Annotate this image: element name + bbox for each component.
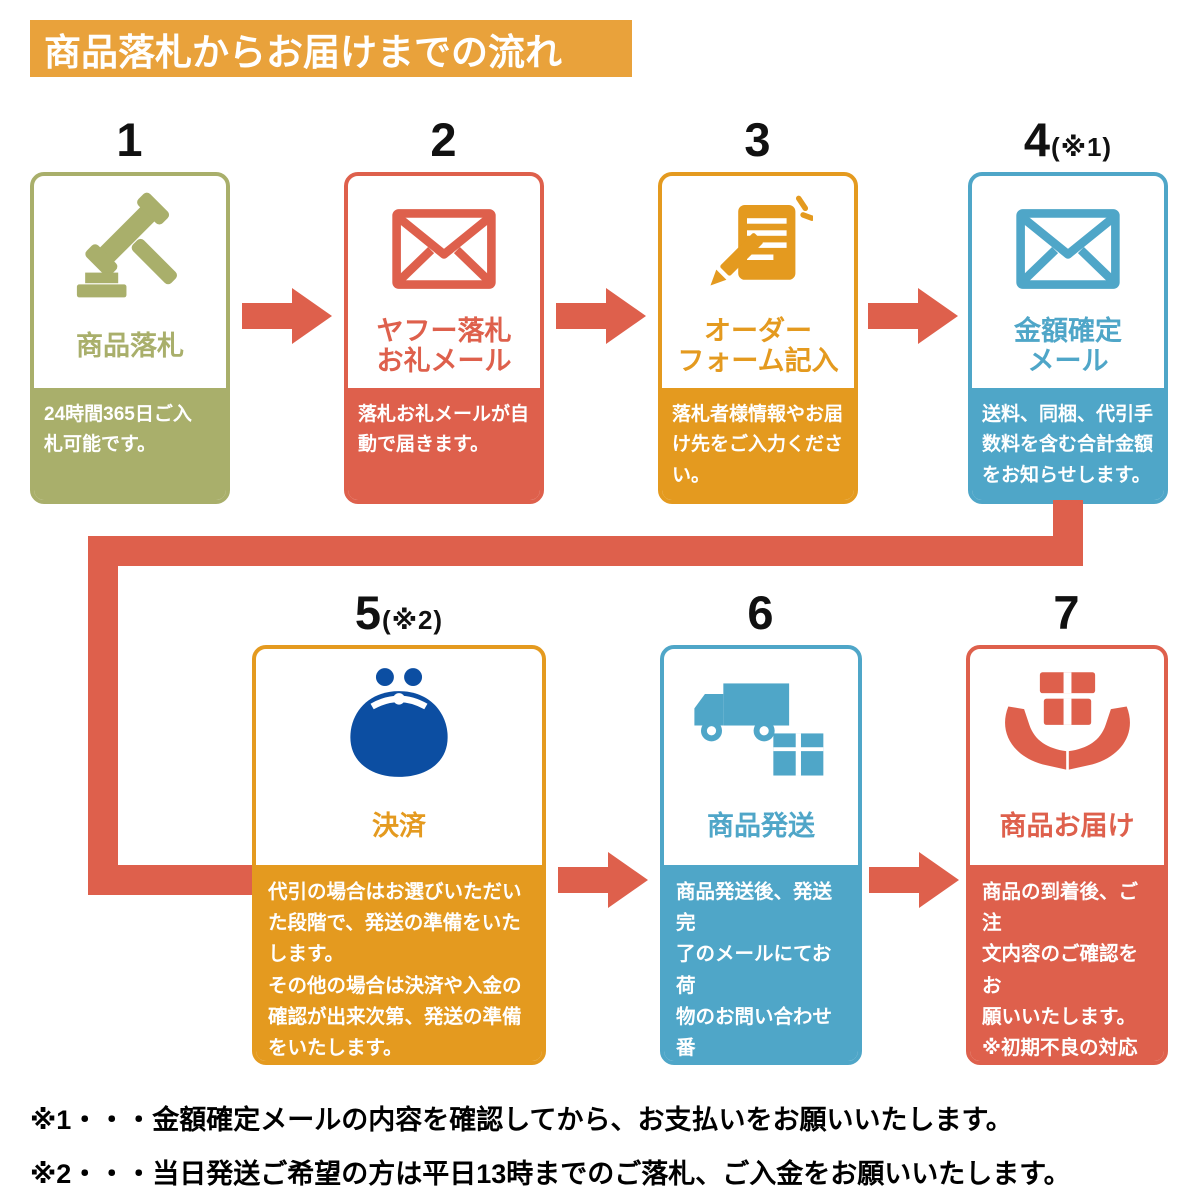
step-title: 商品発送 [707,810,815,841]
step-description: 商品発送後、発送完 了のメールにてお荷 物のお問い合わせ番 号をお知らせします。 [664,865,858,1061]
step-number-4: 4(※1) [1023,113,1113,166]
step-card-price-mail: 金額確定 メール 送料、同梱、代引手 数料を含む合計金額 をお知らせします。 [968,172,1168,504]
step-card-order-form: オーダー フォーム記入 落札者様情報やお届 け先をご入力くださ い。 [658,172,858,504]
step-description: 商品の到着後、ご注 文内容のご確認をお 願いいたします。 ※初期不良の対応期 間… [970,865,1164,1061]
flow-connector [88,536,1083,566]
coin-purse-icon [256,649,542,799]
step-card-shipping: 商品発送 商品発送後、発送完 了のメールにてお荷 物のお問い合わせ番 号をお知ら… [660,645,862,1065]
step-number-2: 2 [430,113,458,166]
flow-arrow [868,288,958,344]
step-title: 商品お届け [999,810,1135,841]
mail-icon [348,176,540,316]
flow-connector [88,536,118,895]
step-title: オーダー フォーム記入 [677,315,839,376]
footnote-1: ※1・・・金額確定メールの内容を確認してから、お支払いをお願いいたします。 [30,1105,1013,1135]
step-description: 送料、同梱、代引手 数料を含む合計金額 をお知らせします。 [972,388,1164,500]
step-number-5: 5(※2) [354,586,444,639]
step-description: 落札者様情報やお届 け先をご入力くださ い。 [662,388,854,500]
flow-arrow [242,288,332,344]
step-title: 金額確定 メール [1014,315,1122,376]
step-title: 決済 [372,810,426,841]
step-card-thanks-mail: ヤフー落札 お礼メール 落札お礼メールが自 動で届きます。 [344,172,544,504]
mail-icon [972,176,1164,316]
hands-package-icon [970,649,1164,799]
step-title: ヤフー落札 お礼メール [376,315,512,376]
step-card-payment: 決済 代引の場合はお選びいただい た段階で、発送の準備をいた します。 その他の… [252,645,546,1065]
flow-arrow [556,288,646,344]
gavel-icon [34,176,226,316]
truck-box-icon [664,649,858,799]
step-description: 代引の場合はお選びいただい た段階で、発送の準備をいた します。 その他の場合は… [256,865,542,1061]
page-title: 商品落札からお届けまでの流れ [30,20,632,77]
flow-arrow [558,852,648,908]
step-description: 24時間365日ご入 札可能です。 [34,388,226,500]
memo-pencil-icon [662,176,854,316]
step-description: 落札お礼メールが自 動で届きます。 [348,388,540,500]
step-number-3: 3 [744,113,772,166]
flow-connector [88,865,252,895]
step-number-7: 7 [1053,586,1081,639]
flow-arrow [869,852,959,908]
step-number-6: 6 [747,586,775,639]
footnote-2: ※2・・・当日発送ご希望の方は平日13時までのご落札、ご入金をお願いいたします。 [30,1159,1071,1189]
step-card-delivery: 商品お届け 商品の到着後、ご注 文内容のご確認をお 願いいたします。 ※初期不良… [966,645,1168,1065]
step-title: 商品落札 [76,330,184,361]
step-card-auction-win: 商品落札 24時間365日ご入 札可能です。 [30,172,230,504]
step-number-1: 1 [116,113,144,166]
